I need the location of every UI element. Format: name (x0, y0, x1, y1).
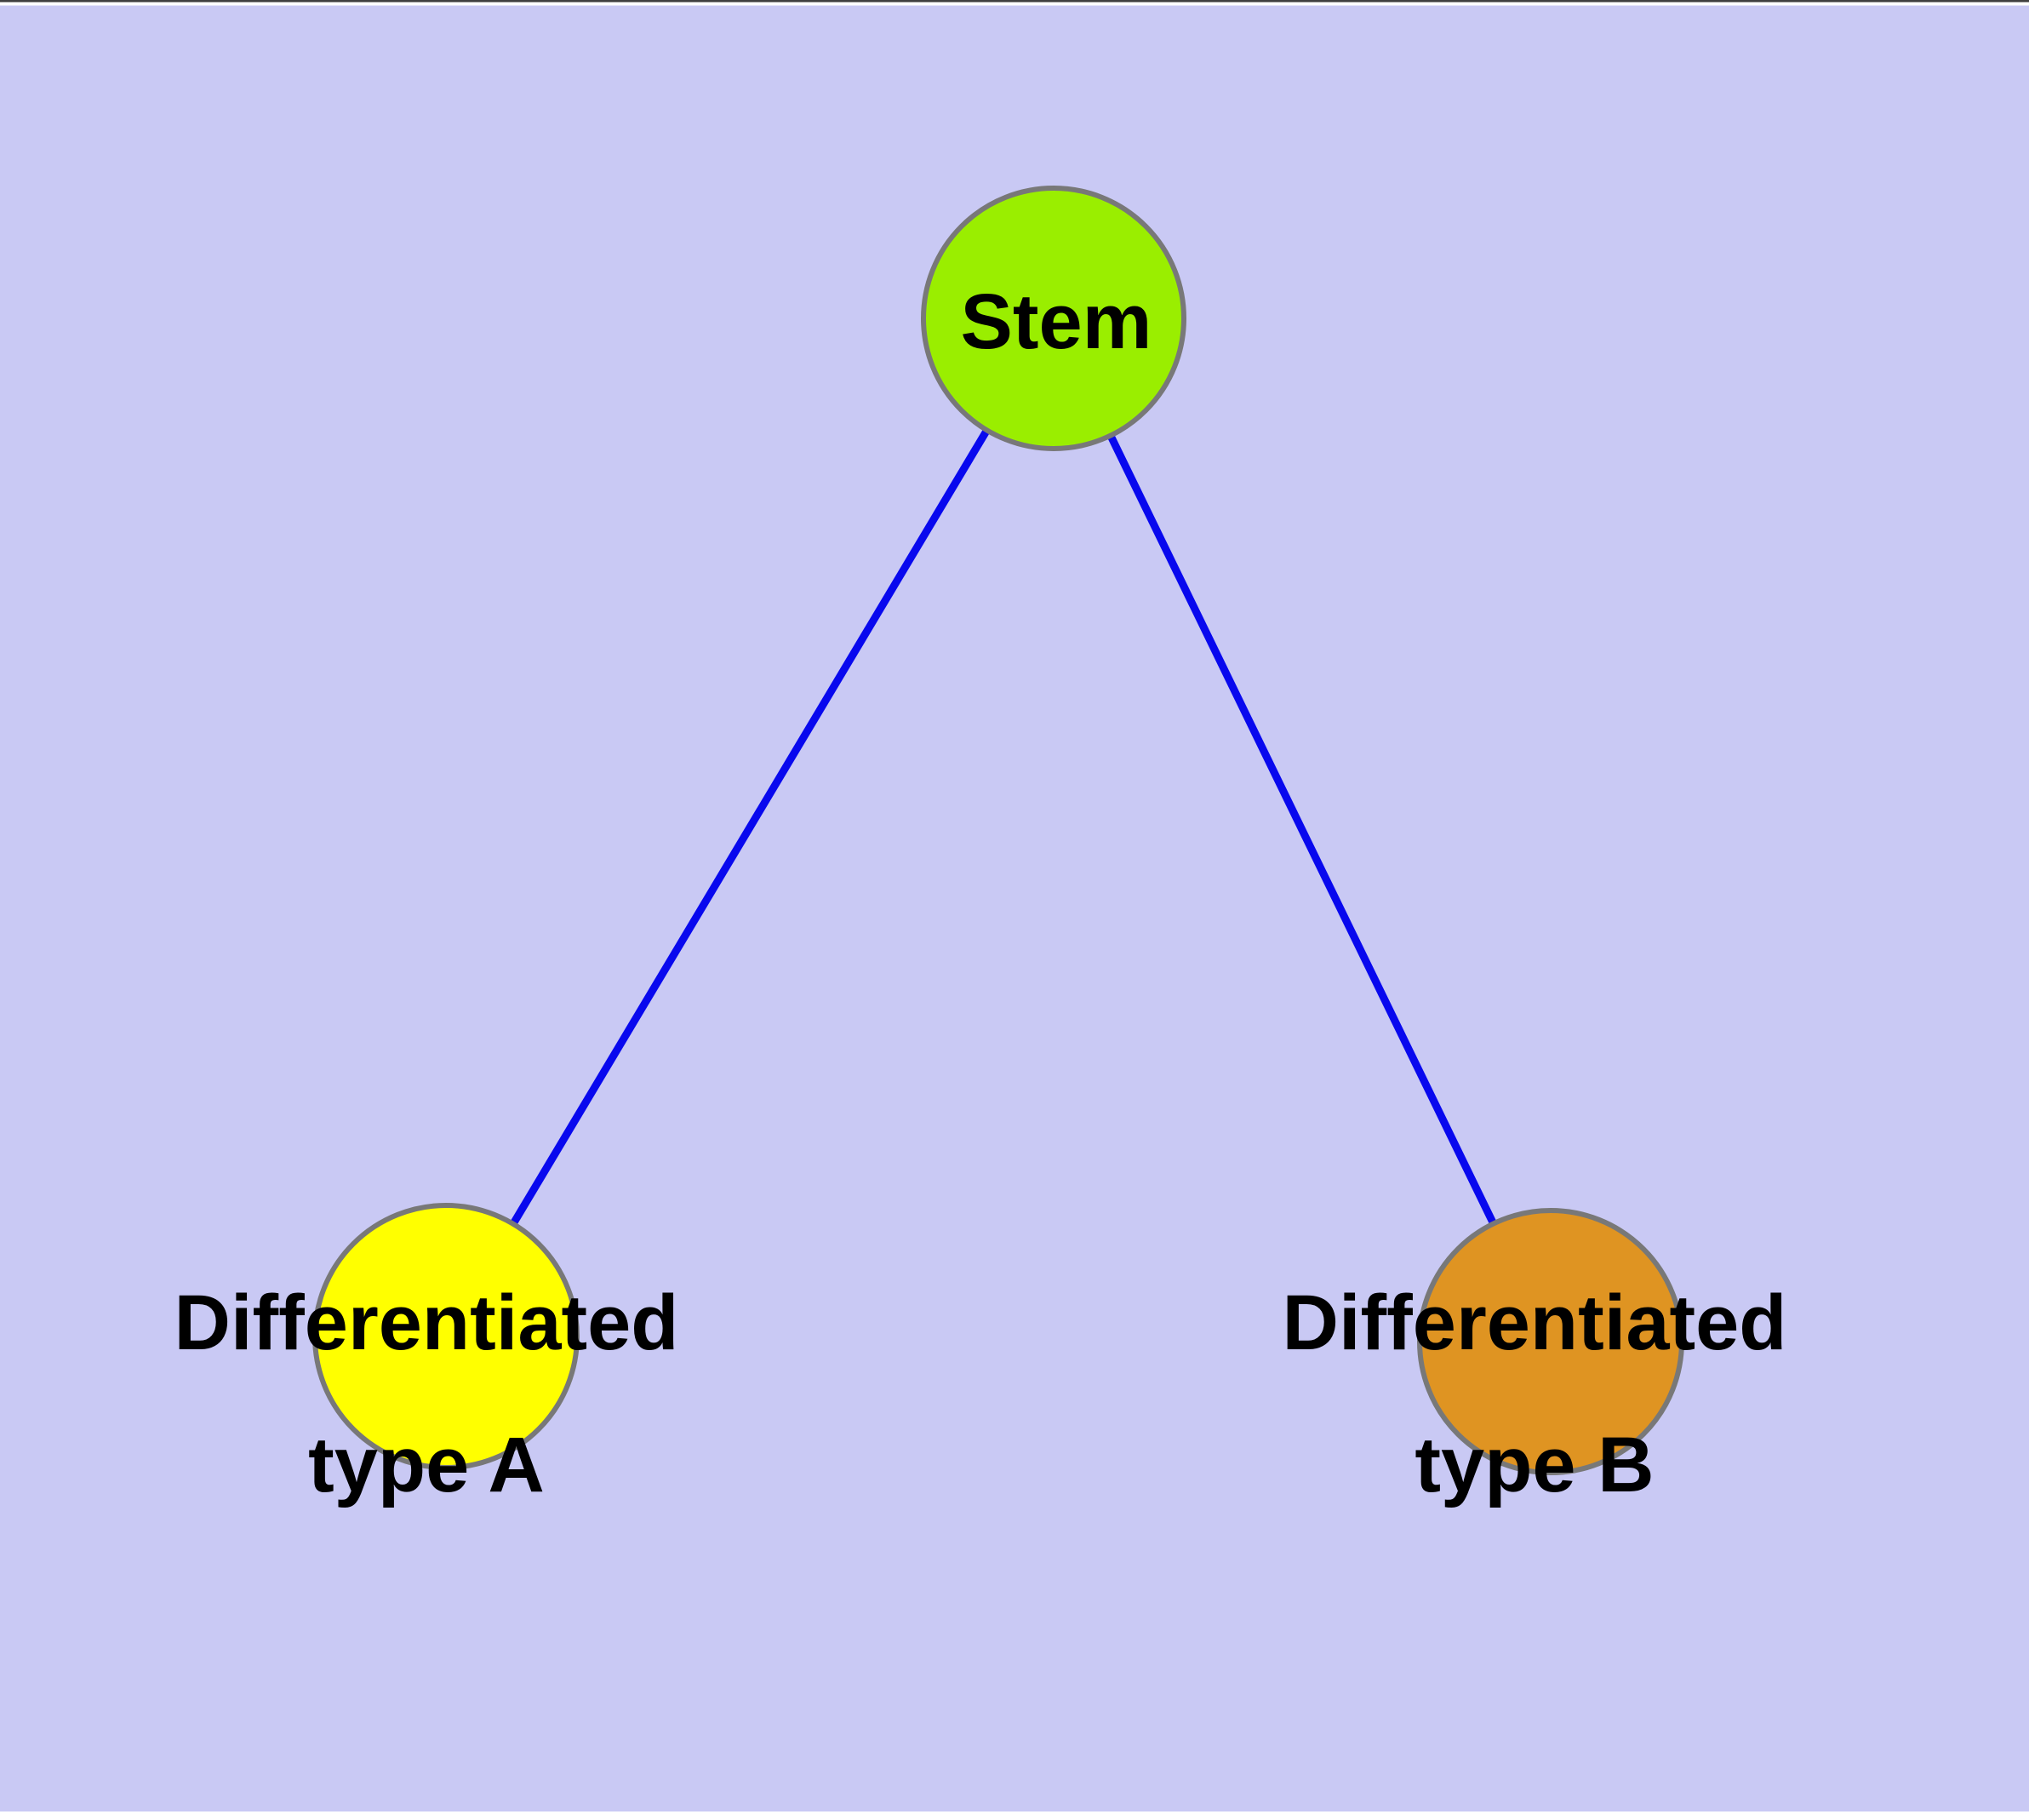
node-type-a-label-line1: Differentiated (174, 1279, 679, 1366)
node-type-a-label-line2: type A (308, 1422, 545, 1508)
node-type-a-circle (312, 1203, 580, 1470)
top-hairline (0, 0, 2029, 3)
top-margin-strip (0, 2, 2029, 6)
bottom-margin-strip (0, 1811, 2029, 1820)
node-type-b-label-line1: Differentiated (1283, 1279, 1787, 1366)
node-stem-label: Stem (961, 278, 1152, 365)
node-stem-circle (921, 186, 1186, 451)
edge-stem-to-type-b (1049, 317, 1555, 1343)
edge-stem-to-type-a (443, 316, 1057, 1339)
node-type-b-label-line2: type B (1415, 1422, 1654, 1508)
node-type-b-circle (1417, 1208, 1684, 1475)
